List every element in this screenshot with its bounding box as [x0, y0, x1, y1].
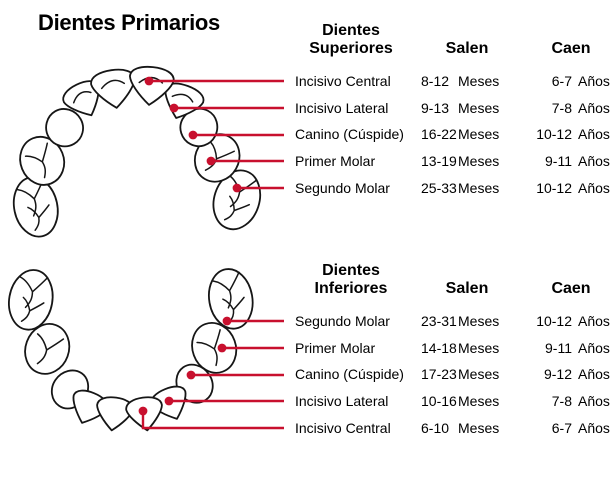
eruption-age: 13-19	[421, 153, 457, 170]
eruption-unit: Meses	[458, 179, 500, 196]
upper-table-rows: Incisivo Central 8-12 Meses 6-7 Años Inc…	[295, 68, 616, 201]
shedding-unit: Años	[578, 366, 610, 383]
shedding-age: 6-7	[551, 419, 572, 436]
tooth-name: Segundo Molar	[295, 313, 390, 329]
tooth-name: Canino (Cúspide)	[295, 126, 404, 143]
leader-dot	[169, 103, 179, 113]
leader-dot	[232, 183, 242, 193]
eruption-age: 9-13	[421, 99, 450, 116]
lower-table-rows: Segundo Molar 23-31 Meses 10-12 Años Pri…	[295, 308, 616, 441]
shedding-unit: Años	[578, 179, 610, 196]
eruption-age: 17-23	[421, 366, 457, 383]
eruption-unit: Meses	[458, 153, 500, 170]
upper-teeth-table: Dientes Superiores Salen Caen Incisivo C…	[295, 22, 616, 237]
shedding-age: 9-11	[545, 153, 572, 170]
shedding-unit: Años	[578, 153, 610, 170]
shedding-age: 6-7	[551, 73, 572, 89]
lower-table-title-line1: Dientes	[322, 262, 380, 279]
shedding-age: 7-8	[551, 393, 572, 410]
tooth-name: Primer Molar	[295, 339, 376, 356]
column-header-caen: Caen	[551, 279, 591, 297]
tooth	[62, 80, 100, 117]
tooth-name: Incisivo Lateral	[295, 99, 389, 116]
tooth-name: Canino (Cúspide)	[295, 366, 404, 383]
lower-arch	[8, 268, 254, 432]
column-header-caen: Caen	[551, 39, 591, 57]
shedding-unit: Años	[578, 419, 610, 436]
table-row: Incisivo Lateral 9-13 Meses 7-8 Años	[295, 95, 616, 122]
shedding-age: 10-12	[536, 313, 572, 329]
eruption-age: 23-31	[421, 313, 457, 329]
shedding-unit: Años	[578, 393, 610, 410]
tooth-name: Segundo Molar	[295, 179, 390, 196]
lower-table-title-line2: Inferiores	[314, 279, 388, 297]
eruption-unit: Meses	[458, 366, 500, 383]
column-header-salen: Salen	[445, 39, 489, 57]
upper-table-title: Dientes Superiores	[293, 22, 409, 57]
eruption-age: 10-16	[421, 393, 457, 410]
tooth-name: Primer Molar	[295, 153, 376, 170]
shedding-unit: Años	[578, 339, 610, 356]
eruption-unit: Meses	[458, 419, 500, 436]
eruption-unit: Meses	[458, 393, 500, 410]
table-row: Segundo Molar 25-33 Meses 10-12 Años	[295, 175, 616, 202]
tooth	[12, 176, 59, 238]
shedding-age: 9-11	[545, 339, 572, 356]
leader-dot	[217, 343, 227, 353]
table-row: Segundo Molar 23-31 Meses 10-12 Años	[295, 308, 616, 335]
shedding-age: 7-8	[551, 99, 572, 116]
eruption-age: 25-33	[421, 179, 457, 196]
table-row: Incisivo Central 6-10 Meses 6-7 Años	[295, 415, 616, 442]
tooth-name: Incisivo Central	[295, 419, 391, 436]
leader-dot	[138, 406, 148, 416]
eruption-age: 6-10	[421, 419, 450, 436]
leader-dot	[206, 156, 216, 166]
tooth	[45, 108, 84, 148]
eruption-unit: Meses	[458, 126, 500, 143]
column-header-salen: Salen	[445, 279, 489, 297]
eruption-unit: Meses	[458, 339, 500, 356]
shedding-age: 9-12	[543, 366, 572, 383]
leader-dot	[144, 76, 154, 86]
shedding-unit: Años	[578, 313, 610, 329]
tooth	[208, 268, 254, 330]
upper-table-title-line2: Superiores	[309, 39, 393, 57]
leader-dot	[186, 370, 196, 380]
table-row: Primer Molar 14-18 Meses 9-11 Años	[295, 335, 616, 362]
table-row: Incisivo Lateral 10-16 Meses 7-8 Años	[295, 388, 616, 415]
leader-line	[141, 411, 284, 430]
table-row: Canino (Cúspide) 17-23 Meses 9-12 Años	[295, 361, 616, 388]
eruption-age: 14-18	[421, 339, 457, 356]
tooth-name: Incisivo Lateral	[295, 393, 389, 410]
eruption-age: 8-12	[421, 73, 450, 89]
tooth	[191, 322, 238, 374]
table-row: Incisivo Central 8-12 Meses 6-7 Años	[295, 68, 616, 95]
table-row: Primer Molar 13-19 Meses 9-11 Años	[295, 148, 616, 175]
leader-dot	[222, 316, 232, 326]
table-row: Canino (Cúspide) 16-22 Meses 10-12 Años	[295, 121, 616, 148]
eruption-unit: Meses	[458, 99, 500, 116]
tooth	[8, 269, 54, 331]
lower-table-title: Dientes Inferiores	[293, 262, 409, 297]
upper-arch	[12, 65, 262, 238]
eruption-unit: Meses	[458, 73, 500, 89]
leader-dot	[188, 130, 198, 140]
upper-table-title-line1: Dientes	[322, 22, 380, 39]
eruption-age: 16-22	[421, 126, 457, 143]
lower-teeth-table: Dientes Inferiores Salen Caen Segundo Mo…	[295, 262, 616, 477]
eruption-unit: Meses	[458, 313, 500, 329]
shedding-unit: Años	[578, 126, 610, 143]
tooth	[24, 323, 71, 375]
shedding-age: 10-12	[536, 179, 572, 196]
shedding-age: 10-12	[536, 126, 572, 143]
leader-dot	[164, 396, 174, 406]
page-title: Dientes Primarios	[38, 10, 220, 35]
shedding-unit: Años	[578, 99, 610, 116]
shedding-unit: Años	[578, 73, 610, 89]
tooth-name: Incisivo Central	[295, 73, 391, 89]
